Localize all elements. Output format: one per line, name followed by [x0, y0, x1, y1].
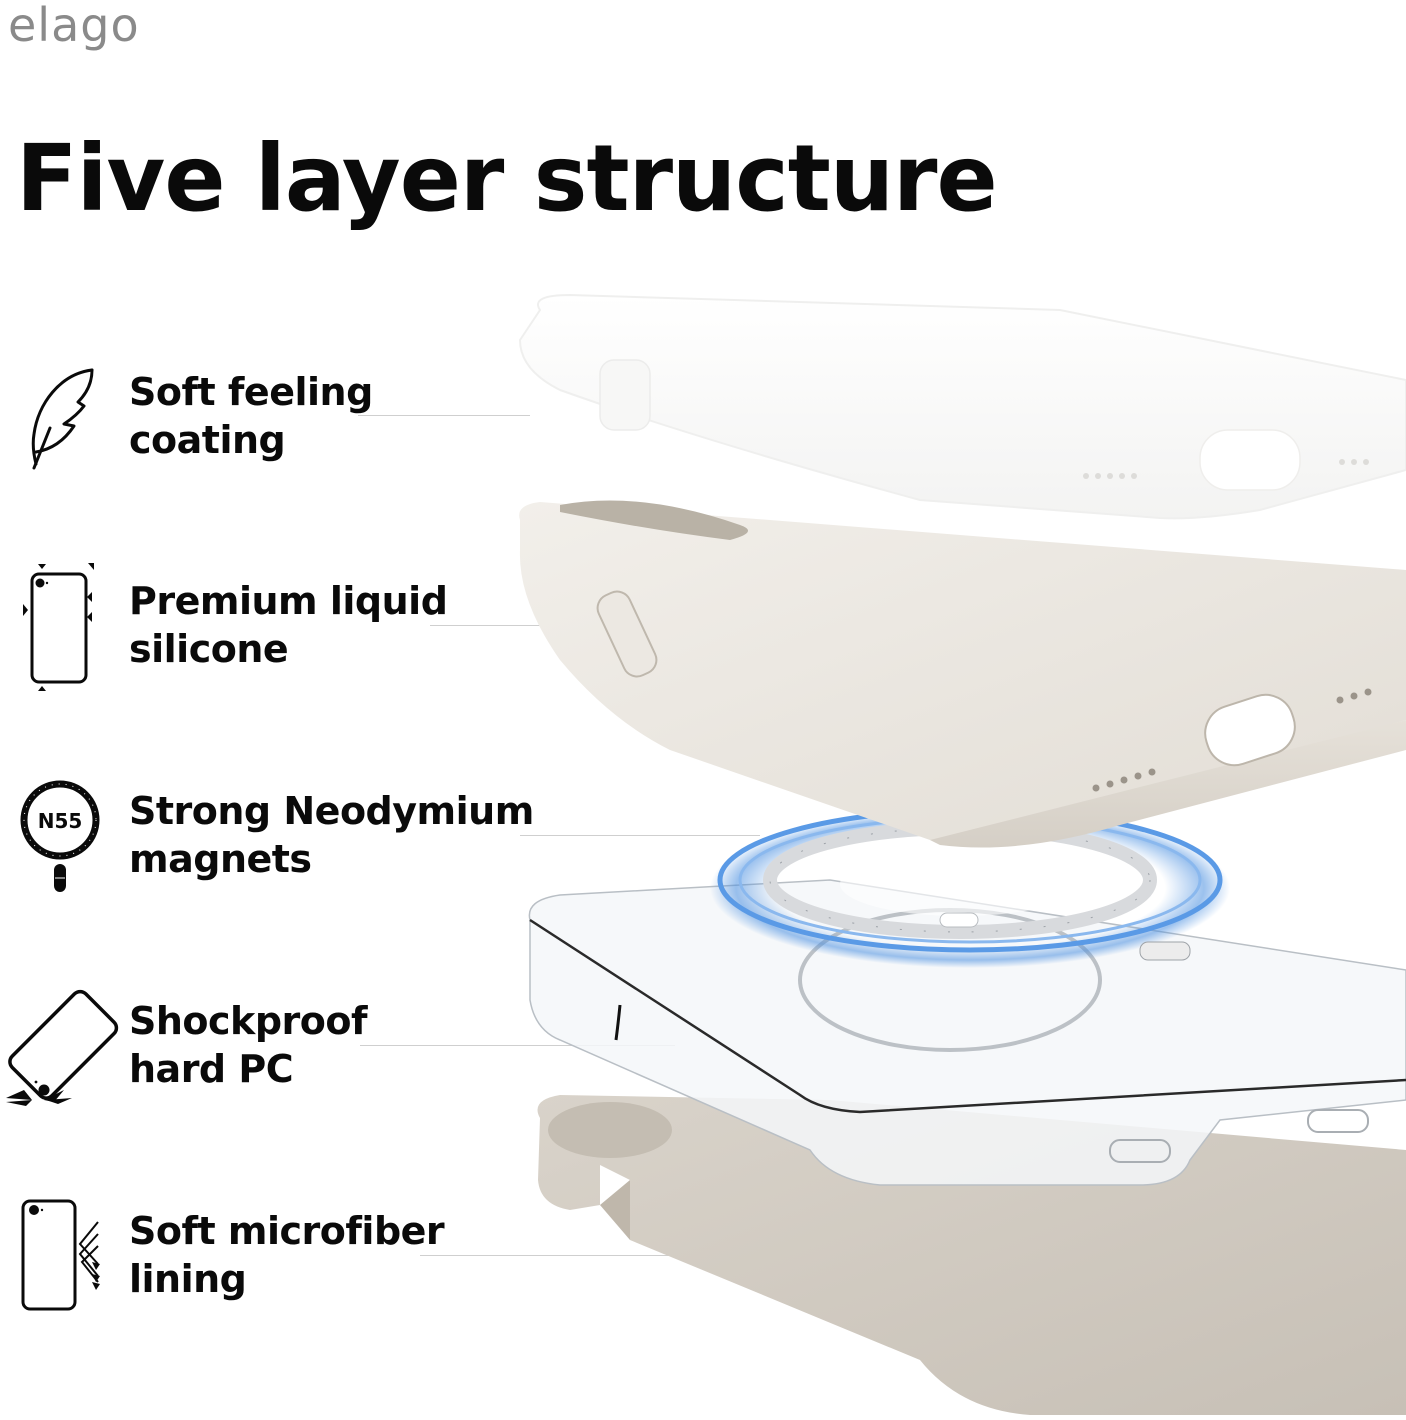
feature-label-line1: Premium liquid: [129, 577, 447, 625]
feature-label-line1: Soft microfiber: [129, 1207, 444, 1255]
feature-label-line1: Soft feeling: [129, 368, 373, 416]
liquid-silicone-layer: [519, 501, 1406, 848]
phone-silicone-icon: [20, 560, 100, 700]
feather-icon: [20, 364, 100, 479]
feature-label-line2: hard PC: [129, 1045, 367, 1093]
feature-label-line2: coating: [129, 416, 373, 464]
feature-label-line2: lining: [129, 1255, 444, 1303]
phone-microfiber-icon: [20, 1198, 104, 1317]
magnet-strength-label: N55: [38, 809, 83, 833]
magnet-ring-icon: N55: [18, 778, 104, 899]
feature-label-line1: Shockproof: [129, 997, 367, 1045]
phone-drop-impact-icon: [2, 986, 124, 1111]
page-title: Five layer structure: [16, 124, 997, 234]
exploded-case-illustration: [500, 280, 1406, 1415]
soft-coating-layer: [520, 295, 1406, 518]
feature-label-line1: Strong Neodymium: [129, 787, 534, 835]
feature-label-line2: magnets: [129, 835, 534, 883]
brand-logo: elago: [8, 0, 140, 52]
feature-label-line2: silicone: [129, 625, 447, 673]
